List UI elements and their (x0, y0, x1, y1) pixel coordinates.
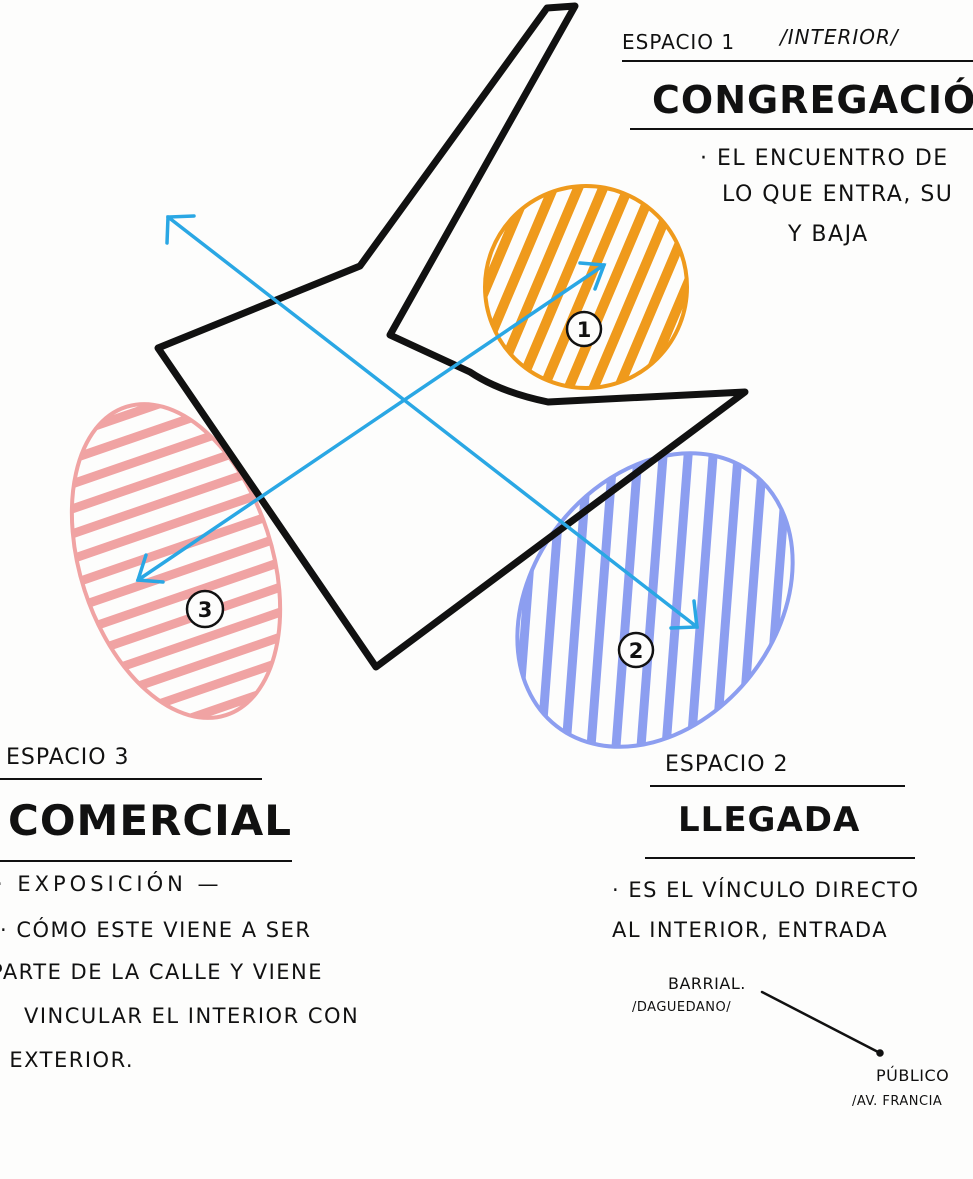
marker-space-2: 2 (619, 633, 653, 667)
space-2-publico-label: PÚBLICO (876, 1066, 949, 1085)
space-1-title-underline (630, 128, 973, 130)
space-2-desc-line-1: · ES EL VÍNCULO DIRECTO (612, 878, 919, 902)
space-3-desc-line-3: VINCULAR EL INTERIOR CON (24, 1004, 359, 1028)
space-2-title: LLEGADA (678, 800, 860, 840)
marker-space-3: 3 (187, 591, 223, 627)
svg-text:1: 1 (577, 318, 592, 342)
space-2-title-underline (645, 857, 915, 859)
space-3-desc-line-2: PARTE DE LA CALLE Y VIENE (0, 960, 323, 984)
space-1-desc-line-3: Y BAJA (788, 222, 869, 247)
space-1-qualifier: /INTERIOR/ (780, 25, 899, 49)
leader-line (762, 992, 883, 1056)
space-2-barrial-label: BARRIAL. (668, 974, 746, 993)
space-3-heading-underline (0, 778, 262, 780)
space-3-heading: ESPACIO 3 (6, 745, 130, 770)
space-2-publico-sub: /AV. FRANCIA (852, 1094, 942, 1109)
space-1-desc-line-1: · EL ENCUENTRO DE (700, 146, 949, 171)
space-3-title-underline (0, 860, 292, 862)
space-2-heading-underline (650, 785, 905, 787)
space-3-title: COMERCIAL (8, 796, 292, 845)
space-3-subtitle: · EXPOSICIÓN — (0, 872, 223, 896)
space-1-heading: ESPACIO 1 (622, 30, 735, 54)
space-3-desc-line-1: · CÓMO ESTE VIENE A SER (0, 918, 311, 942)
space-3-desc-line-4: L EXTERIOR. (0, 1048, 134, 1072)
marker-space-1: 1 (567, 312, 601, 346)
space-2-desc-line-2: AL INTERIOR, ENTRADA (612, 918, 888, 942)
svg-text:3: 3 (198, 598, 213, 622)
space-2-barrial-sub: /DAGUEDANO/ (632, 1000, 731, 1015)
space-2-heading: ESPACIO 2 (665, 752, 789, 777)
space-1-heading-underline (622, 60, 973, 62)
svg-text:2: 2 (629, 639, 644, 663)
space-1-zone (430, 160, 740, 420)
space-1-desc-line-2: LO QUE ENTRA, SU (722, 182, 953, 207)
space-1-title: CONGREGACIÓN (652, 78, 973, 122)
